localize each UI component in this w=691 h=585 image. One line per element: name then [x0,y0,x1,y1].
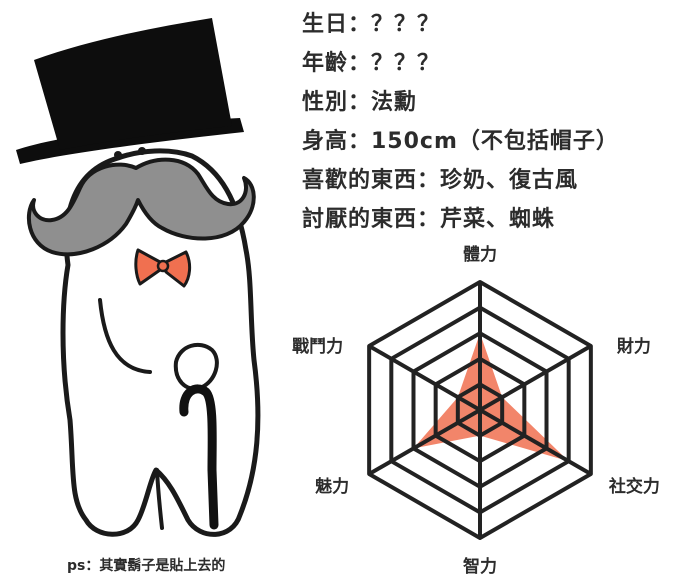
radar-axis-label-5: 魅力 [315,476,349,497]
radar-axis-label-4: 智力 [463,556,497,577]
radar-axis-label-2: 財力 [616,336,651,357]
top-hat-crown [34,18,232,150]
profile-gender: 性別：法勳 [302,90,418,115]
footnote: ps：其實鬍子是貼上去的 [67,558,226,574]
radar-spoke-5 [368,408,481,476]
radar-data-area [413,333,569,462]
radar-axis-label-6: 戰鬥力 [292,336,343,357]
radar-axis-label-1: 體力 [463,244,497,265]
cane [179,384,219,530]
radar-spoke-6 [368,344,481,412]
radar-axis-label-3: 社交力 [608,476,660,497]
character-arm [98,298,152,374]
profile-likes: 喜歡的東西：珍奶、復古風 [302,168,579,193]
character-leg-line [155,468,164,530]
profile-height: 身高：150cm（不包括帽子） [302,129,619,154]
profile-dislikes: 討厭的東西：芹菜、蜘蛛 [302,207,556,232]
bowtie [134,248,192,288]
left-eye [114,151,122,159]
profile-age: 年齡：？？？ [302,51,441,76]
right-eye [138,147,146,155]
profile-birthday: 生日：？？？ [302,12,441,37]
character-hand [173,342,219,391]
radar-spoke-2 [479,344,592,412]
mustache [26,157,256,257]
radar-spoke-3 [479,408,592,476]
